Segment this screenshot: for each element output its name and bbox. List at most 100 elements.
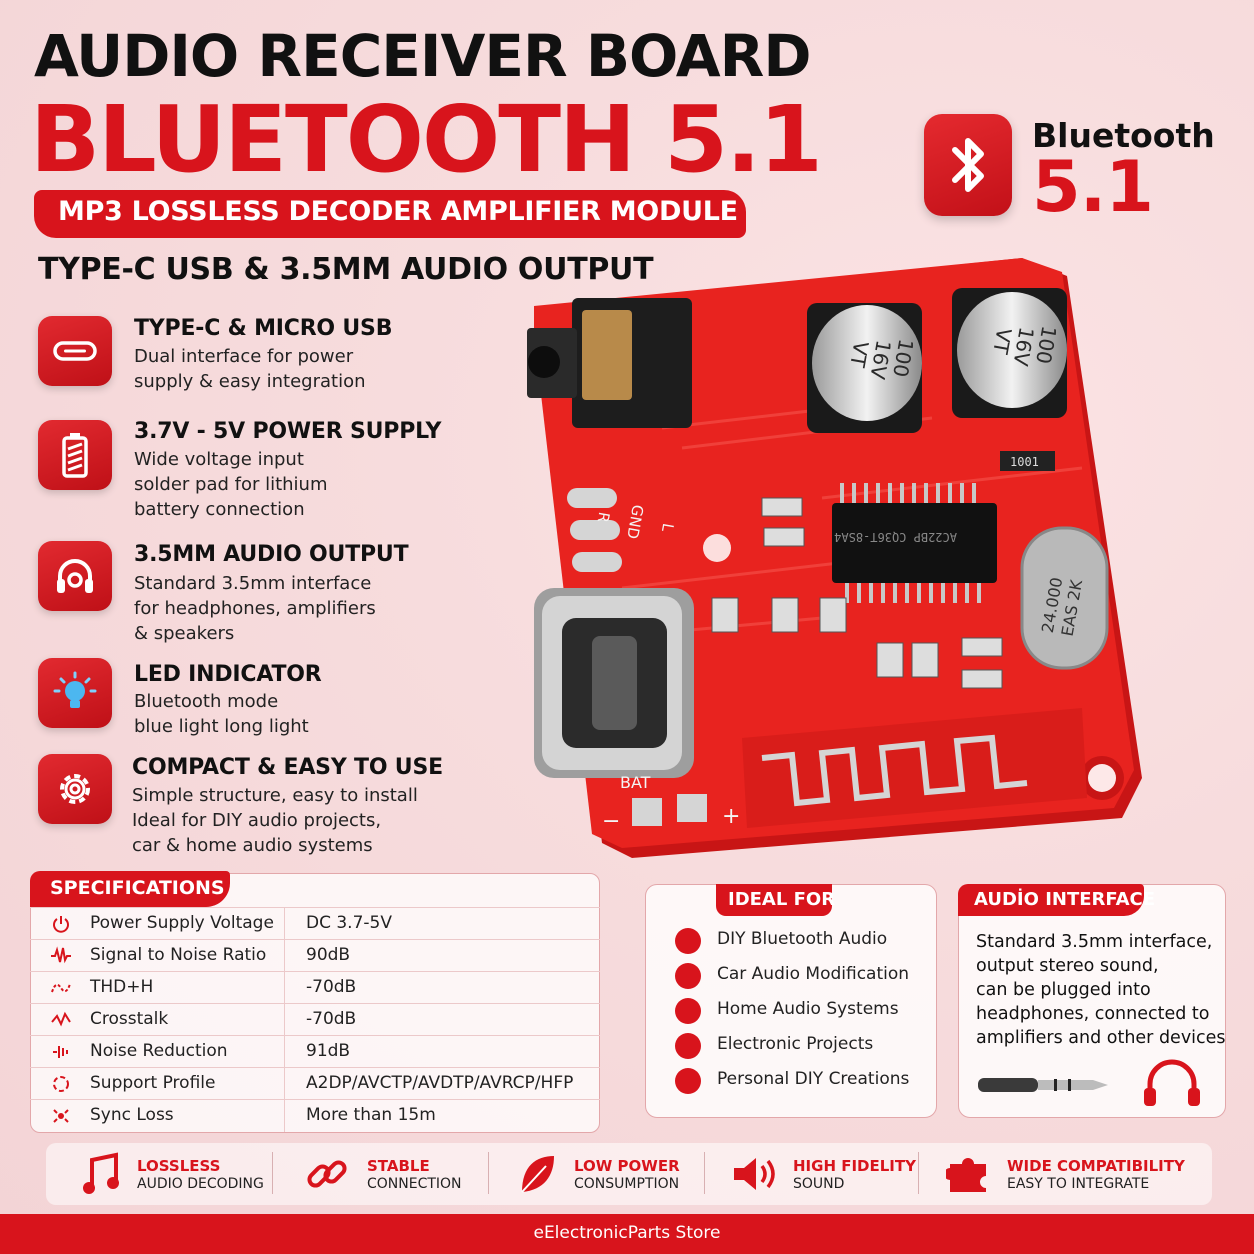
feature-desc: Standard 3.5mm interface [134, 573, 372, 594]
footer-bar: eElectronicParts Store [0, 1214, 1254, 1254]
divider [272, 1152, 273, 1194]
benefit-title: WIDE COMPATIBILITY [1007, 1157, 1185, 1175]
bluetooth-badge-word: Bluetooth [1032, 116, 1215, 155]
bat-minus: − [602, 809, 620, 834]
spec-key: Sync Loss [90, 1105, 174, 1125]
puzzle-icon [946, 1158, 986, 1192]
subtitle-ribbon: MP3 LOSSLESS DECODER AMPLIFIER MODULE [34, 190, 746, 238]
spec-key: Signal to Noise Ratio [90, 945, 267, 965]
chip-marking: AC22BP CQ36T-8SA4 [834, 530, 957, 544]
audio-interface-desc: Standard 3.5mm interface, output stereo … [976, 930, 1226, 1050]
ideal-item-label: Car Audio Modification [717, 964, 910, 984]
benefit-sub: SOUND [793, 1176, 845, 1192]
divider [488, 1152, 489, 1194]
benefit-sub: EASY TO INTEGRATE [1007, 1176, 1150, 1192]
spec-key: Crosstalk [90, 1009, 169, 1029]
ideal-item-label: Electronic Projects [717, 1034, 874, 1054]
profile-icon [53, 1076, 69, 1092]
ideal-for-title: IDEAL FOR [728, 889, 836, 910]
audio-interface-line: amplifiers and other devices [976, 1028, 1226, 1048]
feature-desc: blue light long light [134, 716, 309, 737]
benefit-sub: AUDIO DECODING [137, 1176, 264, 1192]
feature-desc: Ideal for DIY audio projects, [132, 810, 382, 831]
benefit-sub: CONNECTION [367, 1176, 462, 1192]
audio-interface-line: can be plugged into [976, 980, 1151, 1000]
spec-key: THD+H [90, 977, 154, 997]
usb-c-icon [38, 316, 112, 386]
pad-label-l: L [658, 522, 677, 534]
headline-line2: BLUETOOTH 5.1 [30, 86, 823, 193]
spec-key: Power Supply Voltage [90, 913, 274, 933]
spec-key: Support Profile [90, 1073, 216, 1093]
audio-interface-line: headphones, connected to [976, 1004, 1210, 1024]
pad-label-gnd: GND [623, 503, 647, 540]
specifications-title: SPECIFICATIONS [50, 877, 225, 899]
spec-row: THD+H -70dB [30, 971, 600, 1004]
spec-row: Crosstalk -70dB [30, 1003, 600, 1036]
ideal-item-label: DIY Bluetooth Audio [717, 929, 888, 949]
feature-desc: Simple structure, easy to install [132, 785, 418, 806]
sync-icon [53, 1109, 69, 1123]
subtitle-ribbon-text: MP3 LOSSLESS DECODER AMPLIFIER MODULE [58, 196, 738, 227]
spec-value: DC 3.7-5V [306, 913, 392, 933]
feature-title: TYPE-C & MICRO USB [134, 316, 393, 341]
crosstalk-icon [51, 1011, 71, 1027]
thd-icon [51, 983, 71, 993]
music-note-icon [83, 1152, 119, 1194]
spec-row: Power Supply Voltage DC 3.7-5V [30, 907, 600, 940]
ideal-item-label: Personal DIY Creations [717, 1069, 910, 1089]
spec-key: Noise Reduction [90, 1041, 228, 1061]
bluetooth-badge [924, 114, 1012, 216]
spec-value: 91dB [306, 1041, 351, 1061]
feature-desc: battery connection [134, 499, 305, 520]
feature-desc: & speakers [134, 623, 235, 644]
benefits-bar [46, 1143, 1212, 1205]
bat-plus: + [722, 804, 740, 829]
audio-jack-icon [978, 1078, 1108, 1092]
noise-icon [53, 1046, 68, 1058]
audio-interface-line: output stereo sound, [976, 956, 1159, 976]
bluetooth-icon [952, 138, 984, 192]
spec-row: Signal to Noise Ratio 90dB [30, 939, 600, 972]
bulb-icon [38, 658, 112, 728]
feature-title: COMPACT & EASY TO USE [132, 755, 443, 780]
feature-title: LED INDICATOR [134, 662, 322, 687]
feature-desc: car & home audio systems [132, 835, 373, 856]
feature-desc: Wide voltage input [134, 449, 304, 470]
divider [918, 1152, 919, 1194]
cap2-brand: VT [988, 326, 1016, 356]
headline-line3: TYPE-C USB & 3.5MM AUDIO OUTPUT [38, 252, 654, 287]
power-icon [53, 916, 69, 933]
bat-label: BAT [620, 773, 651, 792]
battery-icon [38, 420, 112, 490]
speaker-icon [675, 998, 701, 1024]
headphones-icon [1144, 1059, 1200, 1106]
hand-icon [675, 1068, 701, 1094]
benefit-title: LOSSLESS [137, 1157, 221, 1175]
feature-title: 3.5MM AUDIO OUTPUT [134, 542, 409, 567]
benefit-title: HIGH FIDELITY [793, 1157, 916, 1175]
benefit-title: STABLE [367, 1157, 430, 1175]
car-icon [675, 963, 701, 989]
spec-row: Noise Reduction 91dB [30, 1035, 600, 1068]
leaf-icon [521, 1156, 554, 1193]
feature-desc: for headphones, amplifiers [134, 598, 376, 619]
feature-desc: solder pad for lithium [134, 474, 328, 495]
waveform-icon [51, 946, 71, 964]
pad-label-r: R [594, 511, 614, 524]
divider [704, 1152, 705, 1194]
feature-title: 3.7V - 5V POWER SUPPLY [134, 419, 442, 444]
ideal-item-label: Home Audio Systems [717, 999, 899, 1019]
audio-interface-line: Standard 3.5mm interface, [976, 932, 1213, 952]
audio-interface-tab: AUDİO INTERFACE [958, 884, 1155, 916]
headphones-icon [38, 541, 112, 611]
specifications-tab: SPECIFICATIONS [30, 871, 230, 907]
footer-store-name: eElectronicParts Store [533, 1223, 721, 1243]
spec-value: More than 15m [306, 1105, 436, 1125]
headline-line1: AUDIO RECEIVER BOARD [34, 22, 811, 90]
spec-row: Support Profile A2DP/AVCTP/AVDTP/AVRCP/H… [30, 1067, 600, 1100]
feature-desc: Bluetooth mode [134, 691, 279, 712]
resistor-code: 1001 [1010, 455, 1039, 469]
gear-icon [38, 754, 112, 824]
benefit-sub: CONSUMPTION [574, 1176, 680, 1192]
